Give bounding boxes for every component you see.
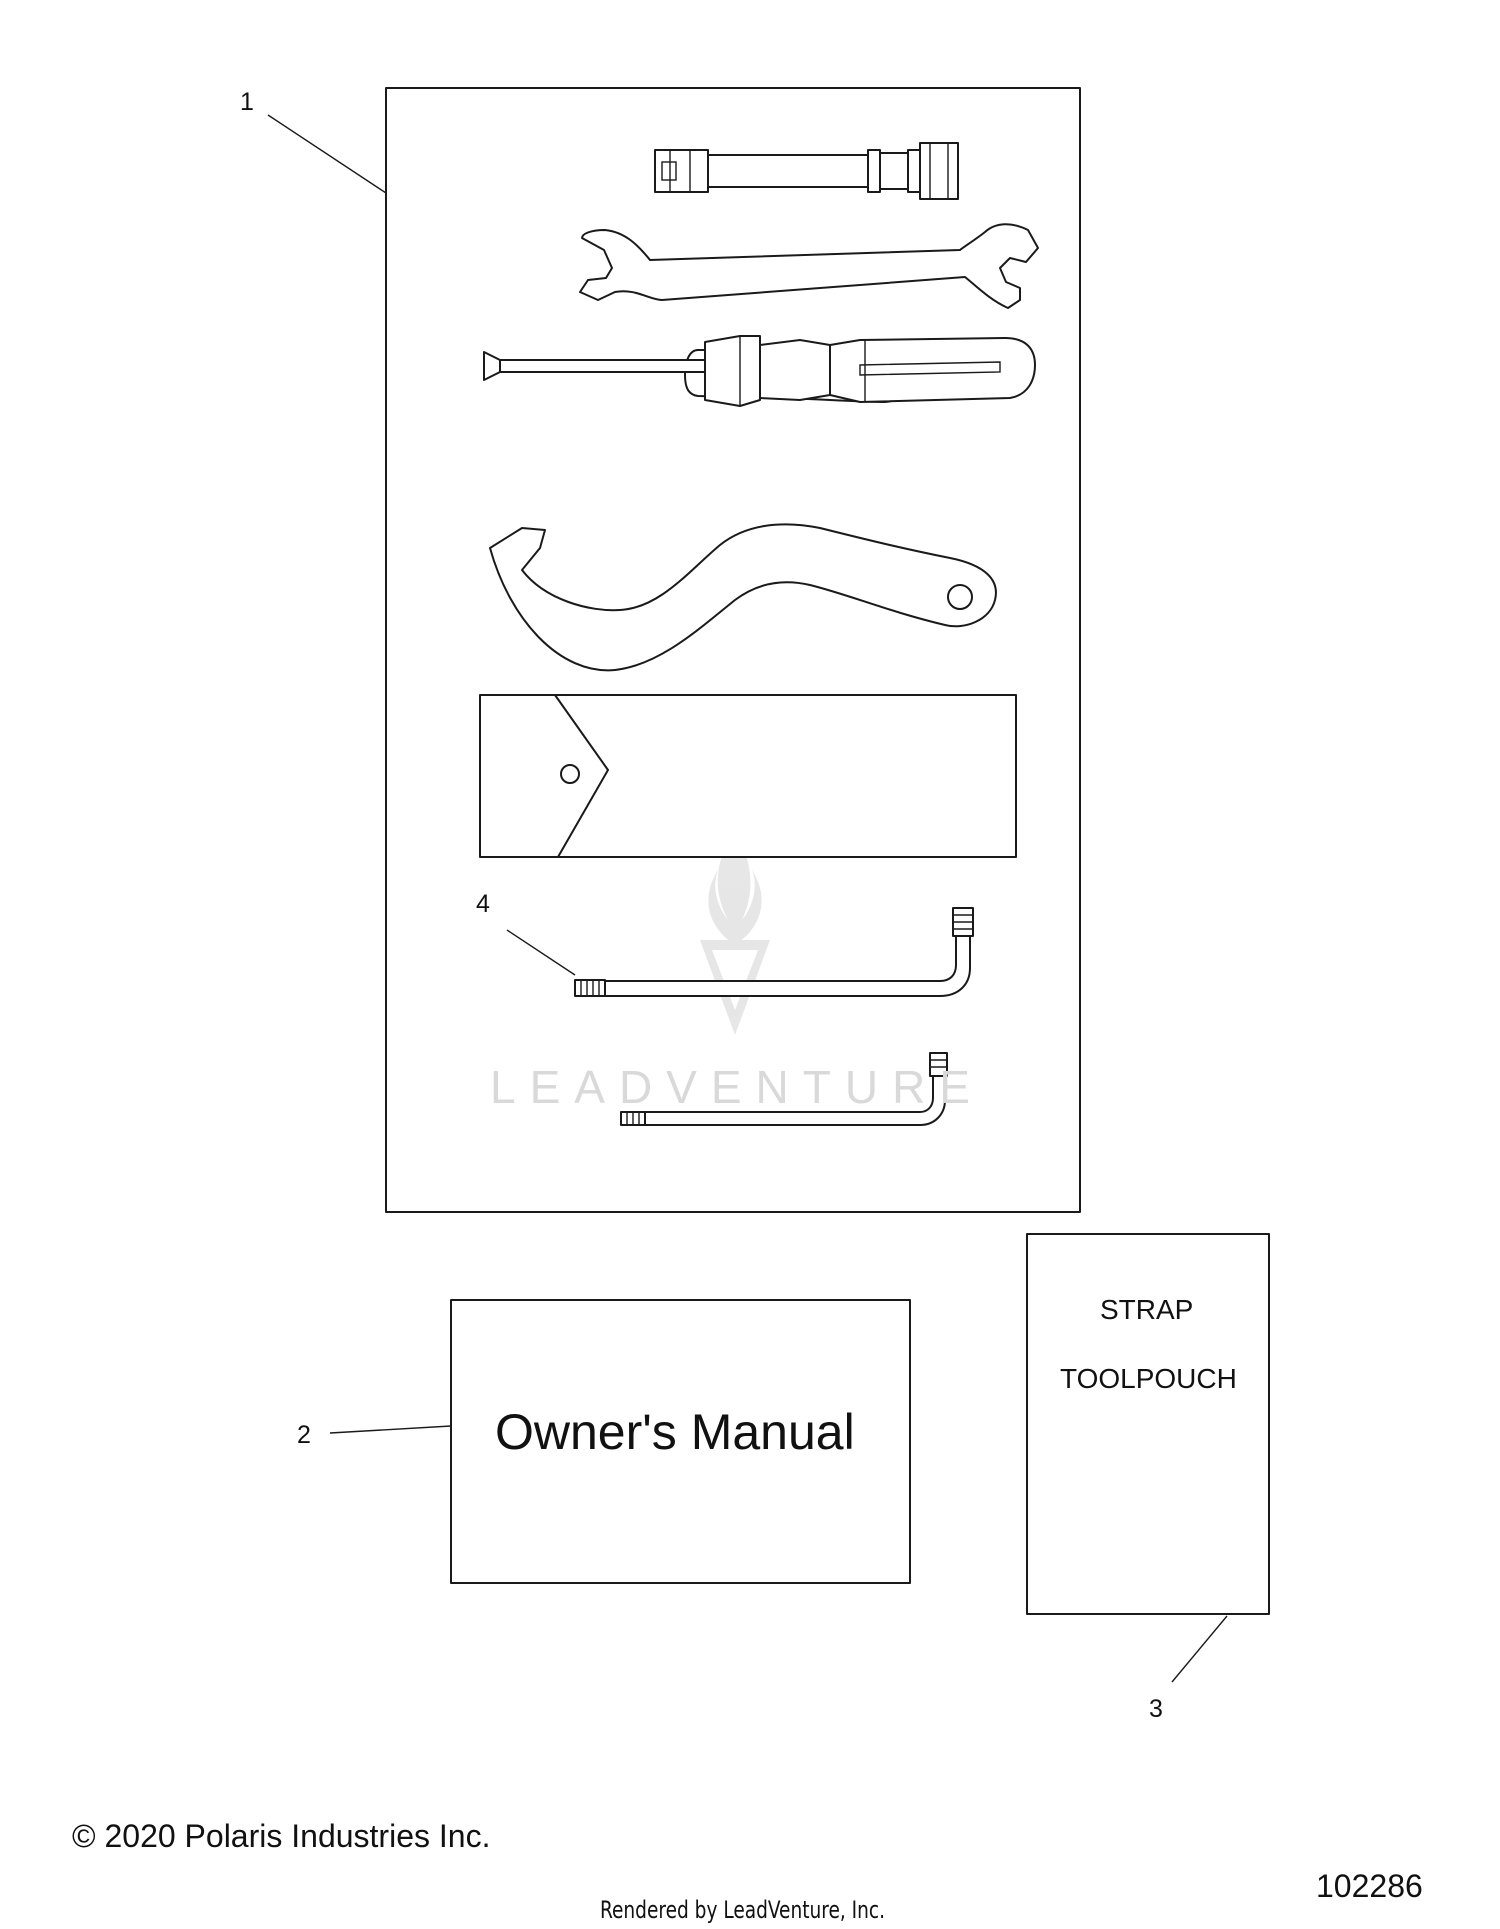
callout-3: 3	[1149, 1695, 1163, 1723]
callout-4-leader	[506, 929, 576, 976]
rendered-by-credit: Rendered by LeadVenture, Inc.	[600, 1896, 886, 1924]
owners-manual-box	[450, 1299, 911, 1584]
torx-key-icon	[574, 907, 974, 997]
tube-socket-wrench-icon	[654, 142, 959, 200]
callout-1: 1	[240, 88, 254, 116]
callout-1-leader	[267, 114, 387, 194]
callout-2-leader	[329, 1425, 452, 1434]
callout-2: 2	[297, 1421, 311, 1449]
copyright-notice: © 2020 Polaris Industries Inc.	[72, 1818, 491, 1854]
callout-3-leader	[1171, 1615, 1228, 1683]
spanner-wrench-icon	[489, 523, 997, 672]
strap-toolpouch-box	[1026, 1233, 1270, 1615]
diagram-number: 102286	[1316, 1868, 1423, 1904]
owners-manual-title: Owner's Manual	[495, 1404, 855, 1460]
watermark-text: LEADVENTURE	[490, 1061, 984, 1113]
open-end-wrench-icon	[579, 223, 1039, 309]
flame-logo-icon	[700, 830, 770, 1035]
hex-key-icon	[620, 1052, 948, 1126]
tool-kit-box	[385, 87, 1081, 1213]
callout-4: 4	[476, 890, 490, 918]
screwdriver-icon	[483, 335, 1036, 407]
envelope-pouch-icon	[479, 694, 1017, 858]
toolpouch-label: TOOLPOUCH	[1060, 1363, 1237, 1394]
strap-label: STRAP	[1100, 1294, 1194, 1325]
